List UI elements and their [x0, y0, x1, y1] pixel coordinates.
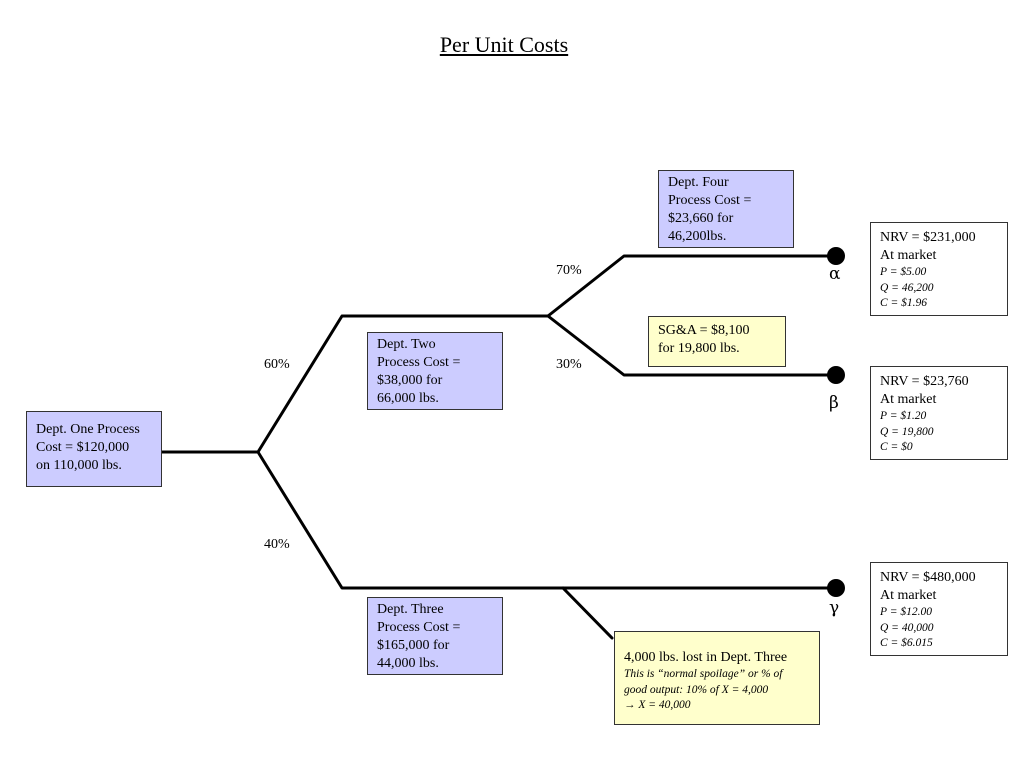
spoilage-line-2: This is “normal spoilage” or % of [624, 668, 783, 680]
upper-branch-line [256, 314, 550, 454]
spoilage-line [561, 586, 614, 640]
beta-node [827, 366, 845, 384]
beta-quantity: Q = 19,800 [880, 425, 934, 438]
alpha-quantity: Q = 46,200 [880, 281, 934, 294]
split-upper-label: 60% [264, 357, 290, 372]
dept-three-line-2: Process Cost = [377, 620, 461, 635]
spoilage-line-1: 4,000 lbs. lost in Dept. Three [624, 650, 788, 665]
dept-one-line-3: on 110,000 lbs. [36, 458, 122, 473]
gamma-nrv-box: NRV = $480,000 At market P = $12.00 Q = … [870, 562, 1008, 656]
dept-two-box: Dept. Two Process Cost = $38,000 for 66,… [367, 332, 503, 410]
dept-one-box: Dept. One Process Cost = $120,000 on 110… [26, 411, 162, 487]
dept-three-line-3: $165,000 for [377, 638, 450, 653]
beta-cost: C = $0 [880, 441, 913, 453]
alpha-node [827, 247, 845, 265]
dept-three-line-4: 44,000 lbs. [377, 656, 439, 671]
gamma-market: At market [880, 588, 937, 603]
gamma-quantity: Q = 40,000 [880, 621, 934, 634]
dept-four-line-1: Dept. Four [668, 175, 729, 190]
gamma-price: P = $12.00 [880, 606, 932, 618]
beta-market: At market [880, 392, 937, 407]
beta-price: P = $1.20 [880, 410, 927, 422]
beta-branch-line [546, 314, 838, 377]
beta-symbol: β [829, 393, 839, 413]
spoilage-line-3: good output: 10% of X = 4,000 [624, 683, 769, 696]
dept-two-line-1: Dept. Two [377, 337, 436, 352]
alpha-symbol: α [829, 264, 841, 284]
beta-nrv: NRV = $23,760 [880, 374, 969, 389]
dept-one-line-1: Dept. One Process [36, 422, 140, 437]
beta-nrv-box: NRV = $23,760 At market P = $1.20 Q = 19… [870, 366, 1008, 460]
spoilage-line-4: → X = 40,000 [624, 699, 691, 711]
dept-three-line-1: Dept. Three [377, 602, 444, 617]
alpha-nrv-box: NRV = $231,000 At market P = $5.00 Q = 4… [870, 222, 1008, 316]
split-beta-label: 30% [556, 357, 582, 372]
dept-four-line-2: Process Cost = [668, 193, 752, 208]
gamma-cost: C = $6.015 [880, 637, 933, 649]
dept-four-box: Dept. Four Process Cost = $23,660 for 46… [658, 170, 794, 248]
page-title: Per Unit Costs [439, 32, 569, 57]
lower-branch-line [256, 450, 838, 590]
dept-two-line-3: $38,000 for [377, 373, 443, 388]
alpha-price: P = $5.00 [880, 266, 927, 278]
split-lower-label: 40% [264, 537, 290, 552]
alpha-market: At market [880, 248, 937, 263]
spoilage-box: 4,000 lbs. lost in Dept. Three This is “… [614, 631, 820, 725]
dept-four-line-4: 46,200lbs. [668, 229, 727, 244]
dept-two-line-4: 66,000 lbs. [377, 391, 439, 406]
alpha-branch-line [546, 254, 838, 318]
dept-two-line-2: Process Cost = [377, 355, 461, 370]
split-alpha-label: 70% [556, 263, 582, 278]
sga-box: SG&A = $8,100 for 19,800 lbs. [648, 316, 786, 367]
alpha-nrv: NRV = $231,000 [880, 230, 976, 245]
sga-line-1: SG&A = $8,100 [658, 323, 750, 338]
dept-one-line-2: Cost = $120,000 [36, 440, 130, 455]
alpha-cost: C = $1.96 [880, 297, 928, 309]
dept-three-box: Dept. Three Process Cost = $165,000 for … [367, 597, 503, 675]
sga-line-2: for 19,800 lbs. [658, 341, 740, 356]
dept-four-line-3: $23,660 for [668, 211, 734, 226]
gamma-symbol: γ [829, 598, 840, 618]
gamma-nrv: NRV = $480,000 [880, 570, 976, 585]
gamma-node [827, 579, 845, 597]
